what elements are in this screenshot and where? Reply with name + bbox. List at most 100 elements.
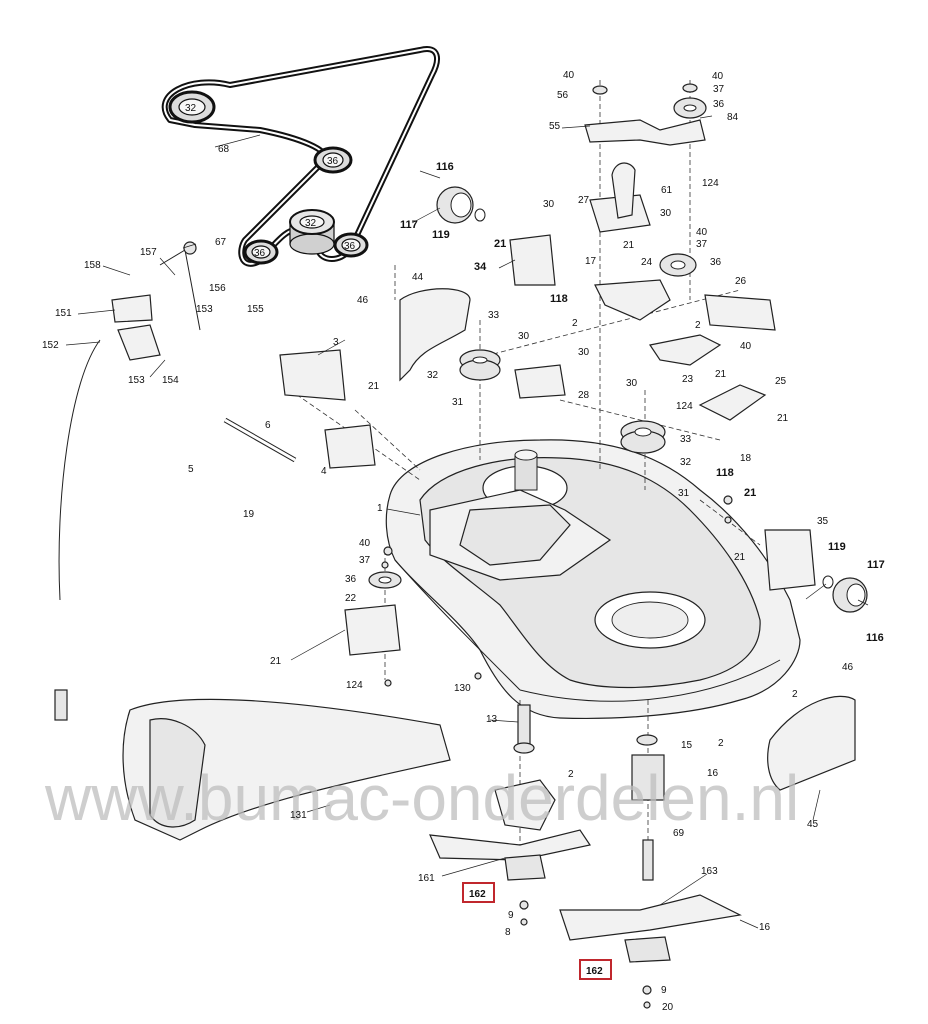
label-61: 61 [661,185,673,196]
label-32: 32 [185,103,197,114]
pulley-32-center [289,209,335,255]
label-8: 8 [505,927,511,938]
label-24: 24 [641,257,653,268]
label-156: 156 [209,283,226,294]
front-bracket-35 [764,529,816,591]
label-33: 33 [488,310,500,321]
label-6: 6 [265,420,271,431]
label-30: 30 [626,378,638,389]
pulley-36-lower [333,232,369,258]
label-116: 116 [866,632,884,644]
label-27: 27 [578,195,590,206]
label-118: 118 [550,293,568,305]
label-40: 40 [696,227,708,238]
label-15: 15 [681,740,693,751]
label-16: 16 [707,768,719,779]
label-1: 1 [377,503,383,514]
label-40: 40 [740,341,752,352]
label-130: 130 [454,683,471,694]
label-30: 30 [543,199,555,210]
label-32: 32 [305,218,317,229]
blade-left-161 [429,829,591,861]
label-31: 31 [678,488,690,499]
label-67: 67 [215,237,227,248]
bracket-22 [344,604,401,656]
label-118: 118 [716,467,734,479]
label-40: 40 [712,71,724,82]
label-157: 157 [140,247,157,258]
label-68: 68 [218,144,230,155]
label-56: 56 [557,90,569,101]
label-36: 36 [327,156,339,167]
pulley-36-left [243,239,279,265]
label-25: 25 [775,376,787,387]
spindle-right [631,734,665,881]
label-31: 31 [452,397,464,408]
label-124: 124 [346,680,363,691]
blade-adapter-162a [504,854,546,881]
label-84: 84 [727,112,739,123]
label-153: 153 [128,375,145,386]
label-131: 131 [290,810,307,821]
label-28: 28 [578,390,590,401]
part-labels: 40 40 56 37 36 84 55 124 61 30 30 27 40 … [42,70,885,1013]
highlight-box-162-left: 162 [462,882,495,903]
label-37: 37 [359,555,371,566]
lift-rod-6 [223,417,297,463]
label-9: 9 [661,985,667,996]
label-37: 37 [696,239,708,250]
lift-bracket-4 [324,424,376,469]
label-21: 21 [715,369,727,380]
label-151: 151 [55,308,72,319]
blade-adapter-162b [624,936,671,963]
label-163: 163 [701,866,718,877]
hardware-bolts [381,495,733,1009]
label-21: 21 [270,656,282,667]
label-124: 124 [676,401,693,412]
label-36: 36 [344,241,356,252]
label-2: 2 [718,738,724,749]
label-18: 18 [740,453,752,464]
label-13: 13 [486,714,498,725]
pulley-32-top [168,90,216,124]
blade-right-16 [559,894,742,941]
label-21: 21 [494,238,506,250]
discharge-chute-131 [122,698,451,841]
label-32: 32 [427,370,439,381]
height-lever-assembly [54,241,201,721]
label-20: 20 [662,1002,674,1013]
label-17: 17 [585,256,597,267]
leader-lines [65,115,869,929]
label-35: 35 [817,516,829,527]
label-154: 154 [162,375,179,386]
label-161: 161 [418,873,435,884]
label-19: 19 [243,509,255,520]
label-26: 26 [735,276,747,287]
center-pulley [459,349,501,381]
spindle-left [494,704,556,831]
label-9: 9 [508,910,514,921]
label-117: 117 [867,559,885,571]
highlight-label-162-left: 162 [469,889,486,900]
label-158: 158 [84,260,101,271]
label-46: 46 [842,662,854,673]
highlight-label-162-right: 162 [586,966,603,977]
highlight-box-162-right: 162 [579,959,612,980]
label-22: 22 [345,593,357,604]
belt-assembly [161,46,440,267]
label-44: 44 [412,272,424,283]
idler-bracket-assembly [584,83,776,421]
label-33: 33 [680,434,692,445]
label-21: 21 [623,240,635,251]
label-21: 21 [734,552,746,563]
label-32: 32 [680,457,692,468]
label-36: 36 [713,99,725,110]
label-37: 37 [713,84,725,95]
label-16: 16 [759,922,771,933]
lift-bracket-3 [279,349,346,401]
label-36: 36 [254,248,266,259]
label-30: 30 [578,347,590,358]
grass-deflector-45 [767,695,856,791]
label-155: 155 [247,304,264,315]
